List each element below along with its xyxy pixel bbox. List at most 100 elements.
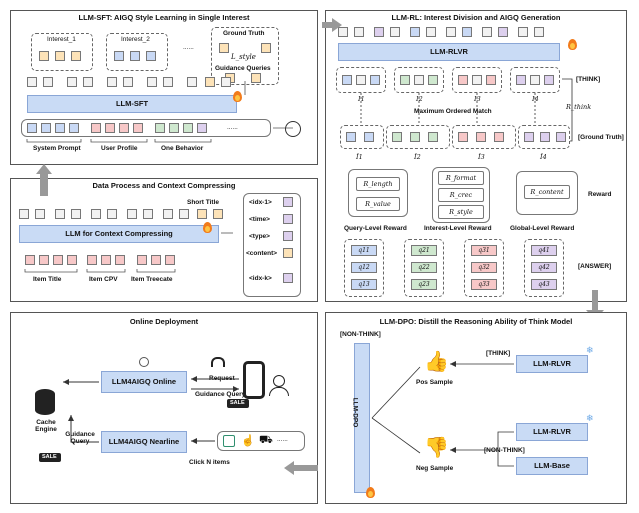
click-items-box	[217, 431, 305, 451]
think-label: [THINK]	[576, 76, 601, 83]
q42: q42	[531, 262, 557, 273]
r-crec: R_crec	[438, 188, 484, 202]
token	[428, 132, 438, 142]
token	[105, 123, 115, 133]
left-arrow	[284, 461, 294, 475]
token	[556, 132, 566, 142]
non-think-label-2: [NON-THINK]	[484, 447, 525, 454]
token	[83, 77, 93, 87]
token	[165, 255, 175, 265]
llm-rlvr-box-2: LLM-RLVR	[516, 423, 588, 441]
token	[370, 75, 380, 85]
thumbs-down-icon: 👎	[424, 437, 449, 459]
magnifier-icon	[139, 357, 149, 367]
field-time: <time>	[249, 216, 270, 223]
interest-1-label: Interest_1	[47, 36, 76, 43]
interest-2-label: Interest_2	[121, 36, 150, 43]
token	[261, 43, 271, 53]
token	[127, 209, 137, 219]
ellipsis: ......	[227, 124, 238, 131]
token	[283, 248, 293, 258]
llm-rlvr-bar: LLM-RLVR	[338, 43, 560, 61]
cart-icon: ⛟	[259, 434, 273, 446]
token	[426, 27, 436, 37]
item-treecate-label: Item Treecate	[131, 276, 173, 283]
gt-interest-1	[340, 125, 384, 149]
up-arrow	[36, 164, 52, 174]
field-content: <content>	[246, 250, 278, 257]
system-prompt-label: System Prompt	[33, 145, 81, 152]
token	[338, 27, 348, 37]
ihat4-label: Î4	[540, 153, 547, 161]
ihat3-label: Î3	[478, 153, 485, 161]
token	[346, 132, 356, 142]
token	[130, 51, 140, 61]
q11: q11	[351, 245, 377, 256]
sft-panel: LLM-SFT: AIGQ Style Learning in Single I…	[10, 10, 318, 165]
click-hand-icon: ☝	[241, 435, 255, 447]
token	[87, 255, 97, 265]
token	[151, 255, 161, 265]
token	[283, 197, 293, 207]
token	[133, 123, 143, 133]
query-reward-label: Query-Level Reward	[344, 225, 407, 232]
dpo-connectors	[371, 361, 514, 467]
token	[114, 51, 124, 61]
token	[486, 75, 496, 85]
token	[283, 214, 293, 224]
token	[55, 123, 65, 133]
q33: q33	[471, 279, 497, 290]
r-content: R_content	[524, 185, 570, 199]
down-arrow-shaft	[592, 290, 598, 312]
token	[428, 75, 438, 85]
token	[400, 75, 410, 85]
q31: q31	[471, 245, 497, 256]
token	[69, 123, 79, 133]
llm-base-box: LLM-Base	[516, 457, 588, 475]
token	[390, 27, 400, 37]
ground-truth-box	[211, 27, 279, 85]
token	[534, 27, 544, 37]
chatgpt-icon	[285, 121, 301, 137]
token	[107, 77, 117, 87]
reward-label: Reward	[588, 191, 612, 198]
field-idx-1: <idx-1>	[249, 199, 272, 206]
token	[482, 27, 492, 37]
sft-title: LLM-SFT: AIGQ Style Learning in Single I…	[78, 13, 250, 22]
token	[342, 75, 352, 85]
neg-sample-label: Neg Sample	[416, 465, 454, 472]
token	[137, 255, 147, 265]
rl-match-lines	[360, 78, 573, 142]
llm-rlvr-box: LLM-RLVR	[516, 355, 588, 373]
token	[462, 27, 472, 37]
r-length: R_length	[356, 177, 400, 191]
online-deployment-panel: Online Deployment Cache Engine SALE LLM4…	[10, 312, 318, 504]
right-arrow	[332, 18, 342, 32]
token	[221, 77, 231, 87]
token	[179, 209, 189, 219]
r-style: R_style	[438, 205, 484, 219]
token	[27, 123, 37, 133]
llm-sft-bar: LLM-SFT	[27, 95, 237, 113]
token	[205, 77, 215, 87]
q12: q12	[351, 262, 377, 273]
token	[410, 27, 420, 37]
r-format: R_format	[438, 171, 484, 185]
input-row	[21, 119, 271, 137]
token	[146, 51, 156, 61]
sale-tag-icon	[39, 453, 61, 462]
q21: q21	[411, 245, 437, 256]
up-arrow-shaft	[40, 174, 48, 196]
token	[107, 209, 117, 219]
token	[115, 255, 125, 265]
trainable-flame-icon	[233, 91, 242, 102]
llm-nearline-box: LLM4AIGQ Nearline	[101, 431, 187, 453]
token	[392, 132, 402, 142]
token	[414, 75, 424, 85]
token	[143, 209, 153, 219]
ihat1-label: Î1	[356, 153, 363, 161]
token	[163, 77, 173, 87]
user-icon	[273, 375, 285, 387]
cache-engine-label: Cache Engine	[35, 419, 57, 433]
trainable-flame-icon	[568, 39, 577, 50]
